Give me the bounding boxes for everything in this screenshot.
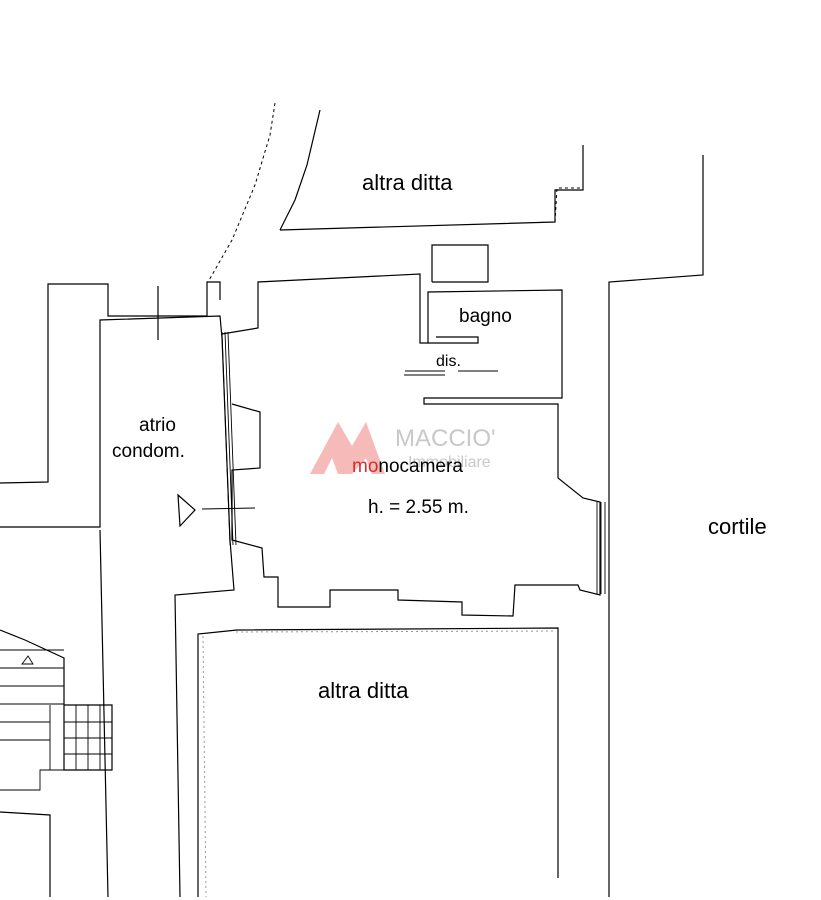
stair-bottom-wall	[0, 811, 51, 897]
monocamera-walls	[221, 273, 601, 617]
bottom-neighbor-walls	[197, 627, 559, 897]
label-lobby-line1: atrio	[139, 415, 176, 436]
door-line	[201, 507, 256, 510]
watermark-sub: Immobiliare	[408, 454, 491, 471]
top-neighbor-walls	[279, 145, 584, 231]
top-neighbor-dash	[554, 187, 583, 223]
label-top-neighbor: altra ditta	[362, 170, 453, 195]
label-bathroom: bagno	[459, 306, 512, 327]
boundary-diagonal	[207, 102, 276, 283]
watermark-brand: MACCIO'	[395, 425, 496, 452]
stairs	[0, 629, 113, 897]
stair-steps	[0, 649, 112, 791]
door-triangle-icon	[177, 493, 196, 528]
watermark: MACCIO' Immobiliare	[310, 422, 496, 474]
label-hallway: dis.	[436, 353, 461, 370]
lobby-wall-hatch	[221, 331, 237, 546]
lobby-inner-line	[99, 529, 109, 898]
label-monocamera-rest: nocamera	[378, 456, 463, 477]
label-courtyard: cortile	[708, 514, 767, 539]
label-height: h. = 2.55 m.	[368, 497, 469, 518]
label-lobby-line2: condom.	[112, 441, 185, 462]
bathroom-walls	[428, 244, 489, 344]
stair-outline	[0, 629, 113, 771]
label-monocamera-prefix: mo	[352, 456, 378, 477]
hallway-lines	[404, 370, 498, 376]
boundary-diagonal-right	[279, 109, 321, 231]
stair-triangle-icon	[21, 655, 34, 665]
right-upper-wall	[608, 155, 704, 590]
left-column-walls	[0, 281, 221, 484]
lobby-left-wall	[0, 315, 235, 898]
courtyard-door-hatch	[596, 502, 606, 594]
bottom-neighbor-dash	[202, 630, 557, 898]
label-monocamera: monocamera	[352, 456, 463, 477]
label-bottom-neighbor: altra ditta	[318, 678, 409, 703]
watermark-logo-icon	[310, 422, 385, 474]
